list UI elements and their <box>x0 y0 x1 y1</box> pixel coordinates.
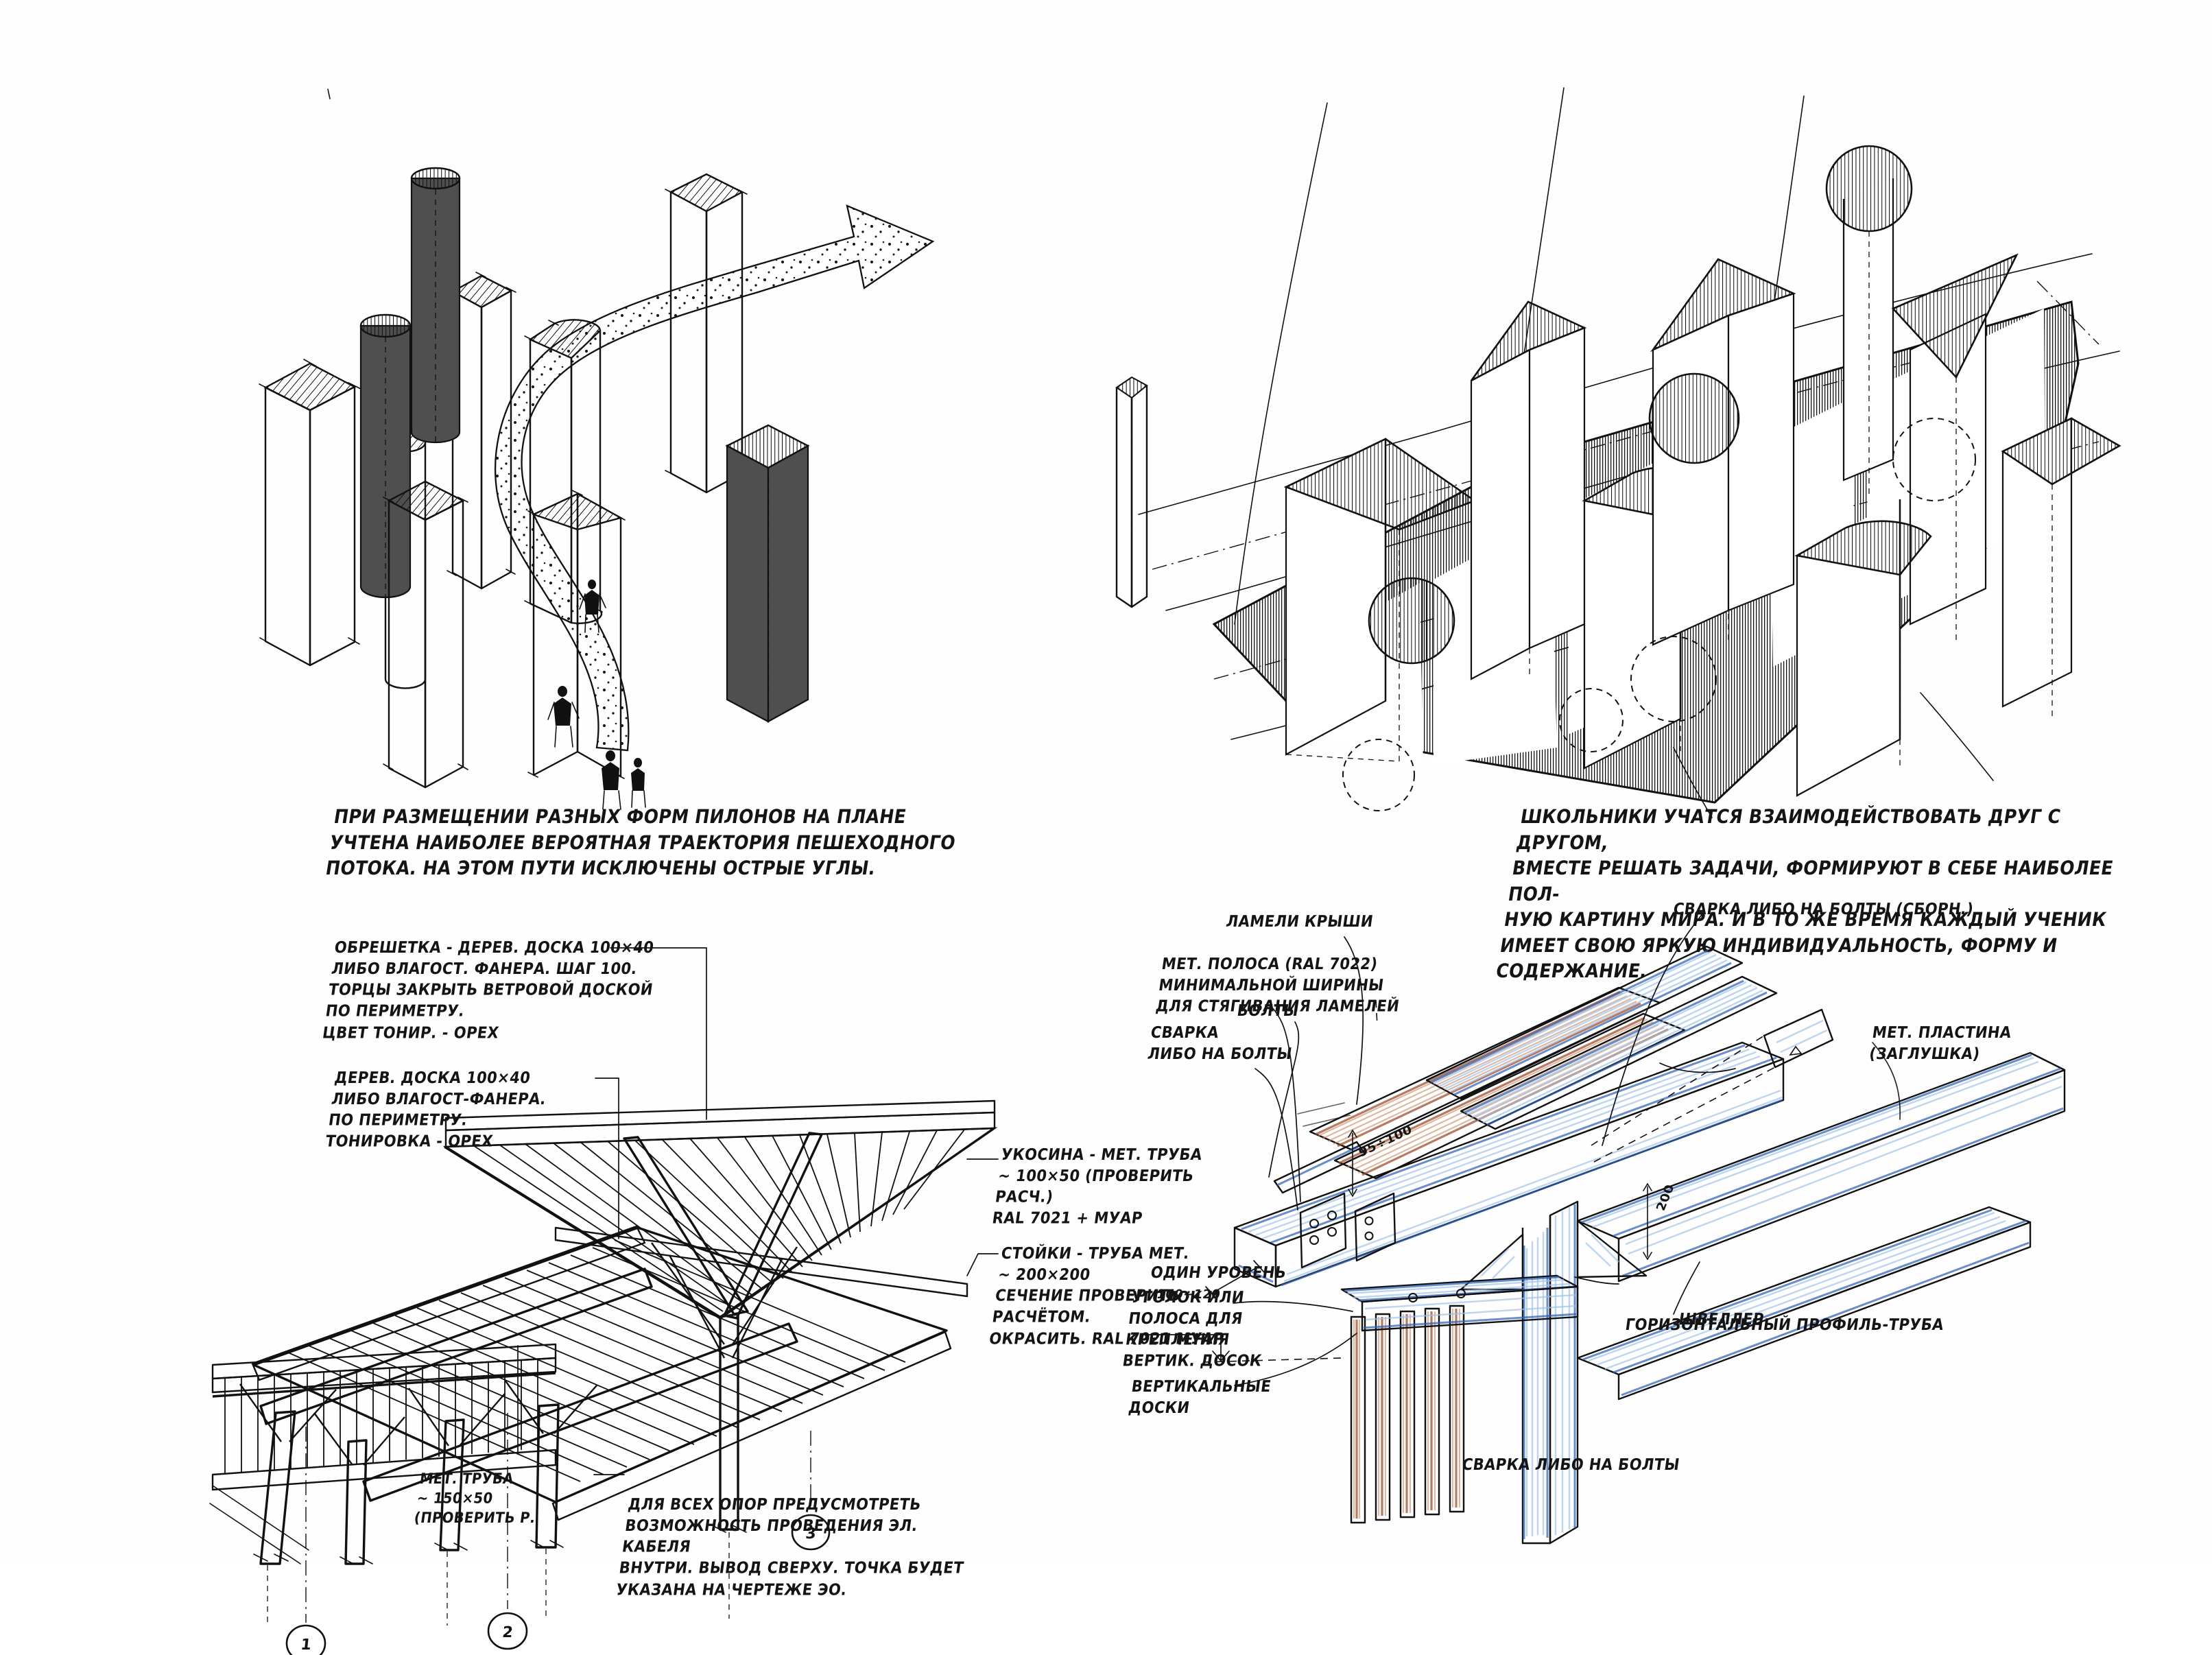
caption-top-left: ПРИ РАЗМЕЩЕНИИ РАЗНЫХ ФОРМ ПИЛОНОВ НА ПЛ… <box>324 805 958 879</box>
pylon-halfround-1 <box>524 319 603 624</box>
panel-bottom-left: ОБРЕШЕТКА - ДЕРЕВ. ДОСКА 100×40 ЛИБО ВЛА… <box>171 933 1241 1655</box>
figure-2 <box>547 686 580 748</box>
note-weld-or-bolt-assembly: СВАРКА ЛИБО НА БОЛТЫ (СБОРН.) <box>1672 900 1975 918</box>
marker-3: 3 <box>805 1525 818 1543</box>
vertical-boards <box>1350 1305 1465 1524</box>
note-board: ДЕРЕВ. ДОСКА 100×40 ЛИБО ВЛАГОСТ-ФАНЕРА.… <box>324 1069 547 1151</box>
roof-lamellas <box>1309 945 1778 1180</box>
canopy-wing-right <box>442 1099 998 1619</box>
pylon-field-triangle-c <box>2001 417 2121 720</box>
figure-1 <box>579 580 606 633</box>
pylon-square-1 <box>259 359 361 667</box>
column-riser <box>1521 1200 1579 1545</box>
note-weld-or-bolt-2: СВАРКА ЛИБО НА БОЛТЫ <box>1460 1455 1681 1474</box>
panel-bottom-right: ЛАМЕЛИ КРЫШИ СВАРКА ЛИБО НА БОЛТЫ (СБОРН… <box>1121 900 2181 1564</box>
note-bolts: БОЛТЫ <box>1235 1001 1300 1020</box>
horizontal-profile-tube <box>1576 1206 2032 1401</box>
note-cable: ДЛЯ ВСЕХ ОПОР ПРЕДУСМОТРЕТЬ ВОЗМОЖНОСТЬ … <box>615 1495 965 1599</box>
pylon-slab-white-1 <box>665 173 748 494</box>
pylon-field-axonometric <box>1115 87 2121 818</box>
callout-leaders <box>1233 912 1736 1386</box>
pylon-field-isolated <box>1115 376 1148 608</box>
figure-3 <box>602 750 621 810</box>
dim-strip-width: 100÷120 <box>1155 1287 1222 1302</box>
panel-top-left: ПРИ РАЗМЕЩЕНИИ РАЗНЫХ ФОРМ ПИЛОНОВ НА ПЛ… <box>226 62 1070 879</box>
pylon-field-circle-b <box>1648 372 1740 464</box>
dimension-lines <box>1146 1129 1652 1363</box>
note-weld-or-bolt: СВАРКА ЛИБО НА БОЛТЫ <box>1146 1023 1294 1063</box>
node-detail-colored <box>1146 912 2066 1545</box>
pylon-slab-dark-1 <box>725 424 810 723</box>
marker-1: 1 <box>300 1636 313 1654</box>
note-horizontal-profile: ГОРИЗОНТАЛЬНЫЙ ПРОФИЛЬ-ТРУБА <box>1624 1315 1945 1334</box>
pylon-field-triangle-b <box>1891 253 2019 645</box>
pylon-field-square-a <box>1470 300 1587 680</box>
footprint-dashed-circles <box>1342 636 1717 811</box>
sketch-board: ПРИ РАЗМЕЩЕНИИ РАЗНЫХ ФОРМ ПИЛОНОВ НА ПЛ… <box>171 62 2181 1655</box>
pylon-cylinder-dark-1 <box>359 313 412 599</box>
met-plate-cap <box>1591 1008 1834 1163</box>
met-tie-strip <box>1273 1141 1366 1194</box>
pylon-flow-axonometric <box>259 88 935 810</box>
panel-top-right: ШКОЛЬНИКИ УЧАТСЯ ВЗАИМОДЕЙСТВОВАТЬ ДРУГ … <box>1111 75 2140 982</box>
pylon-box-white-1 <box>383 480 468 789</box>
pylon-field-triangle-a <box>1283 438 1477 762</box>
figure-group <box>547 580 646 810</box>
pedestrian-path <box>495 204 935 752</box>
note-met-tube: МЕТ. ТРУБА ~ 150×50 (ПРОВЕРИТЬ Р. <box>413 1470 537 1527</box>
pylon-cylinder-dark-2 <box>410 167 461 444</box>
bolted-plate-node <box>1299 1192 1396 1269</box>
board-support-beam <box>1340 1274 1579 1332</box>
note-met-plate: МЕТ. ПЛАСТИНА (ЗАГЛУШКА) <box>1868 1023 2013 1063</box>
leader-lines <box>517 947 999 1475</box>
figure-4 <box>631 758 646 808</box>
marker-2: 2 <box>501 1624 514 1641</box>
note-roof-lamellas: ЛАМЕЛИ КРЫШИ <box>1224 912 1375 931</box>
note-vertical-boards: ВЕРТИКАЛЬНЫЕ ДОСКИ <box>1127 1377 1272 1417</box>
pylon-field-cylinder-a <box>1825 145 1913 494</box>
note-one-level: ОДИН УРОВЕНЬ <box>1149 1263 1288 1282</box>
channel-beam-secondary <box>1576 1051 2066 1283</box>
pylon-field-capsule-b <box>1794 499 1932 797</box>
canopy-central-deck <box>209 1225 952 1619</box>
note-battens: ОБРЕШЕТКА - ДЕРЕВ. ДОСКА 100×40 ЛИБО ВЛА… <box>321 938 656 1042</box>
